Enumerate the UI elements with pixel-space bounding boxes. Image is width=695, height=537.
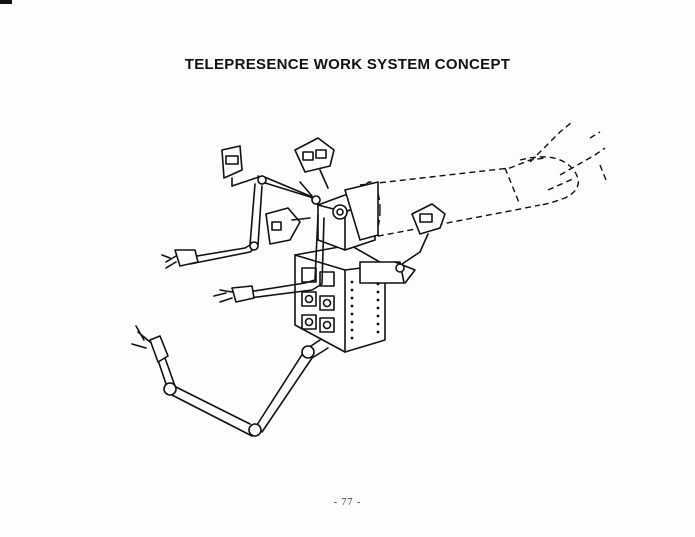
camera-pod-upper-left	[221, 145, 243, 187]
long-lower-manipulator-arm	[131, 325, 329, 437]
corner-mark	[0, 0, 12, 4]
right-short-arm	[359, 261, 416, 284]
page-number: - 77 -	[333, 497, 362, 508]
head-mount-block	[317, 181, 379, 251]
host-boom-arm-dashed	[359, 121, 607, 239]
upper-left-manipulator-arm	[161, 183, 263, 269]
lower-left-manipulator-arm	[213, 214, 325, 303]
support-frame	[231, 175, 321, 206]
diagram-title: TELEPRESENCE WORK SYSTEM CONCEPT	[184, 56, 511, 73]
torso-block	[294, 244, 386, 353]
camera-pod-top-center	[294, 137, 335, 189]
camera-pod-right	[401, 203, 446, 265]
camera-pod-middle	[265, 207, 311, 245]
